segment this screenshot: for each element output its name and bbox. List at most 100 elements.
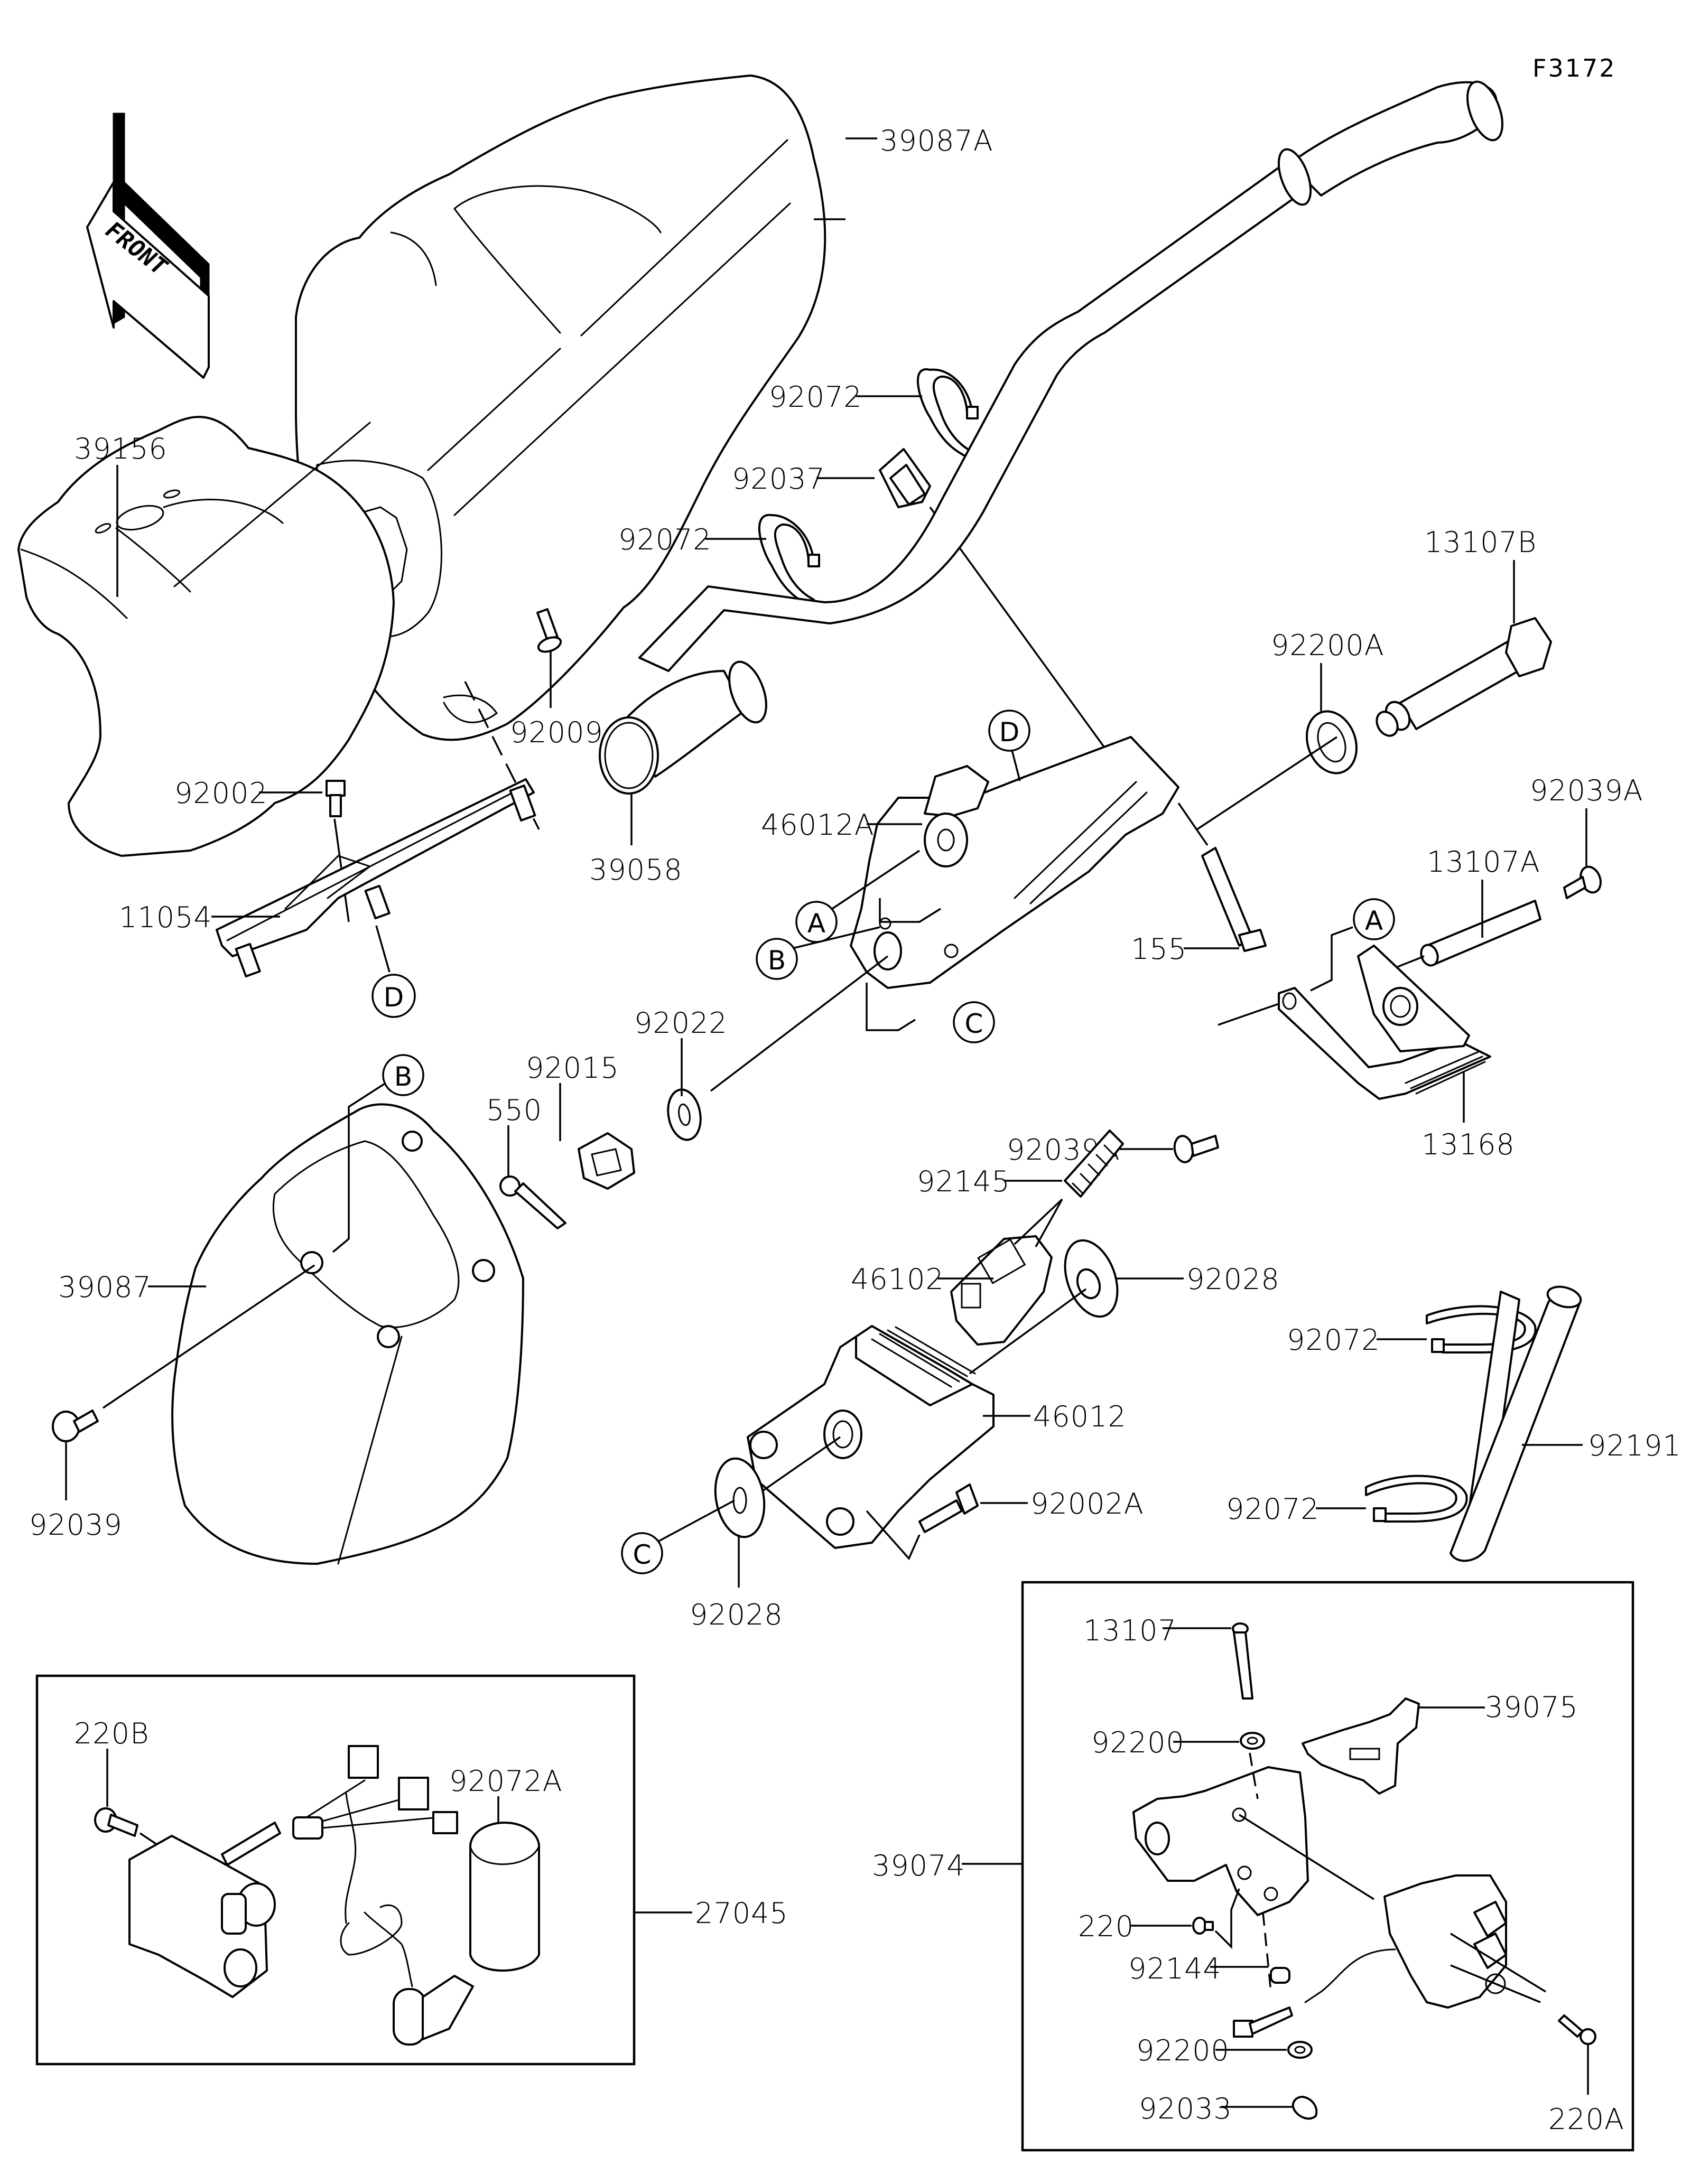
- svg-text:39074: 39074: [872, 1849, 965, 1882]
- ref-marker-A-lever: A: [1310, 898, 1395, 992]
- part-92022-washer[interactable]: [664, 1087, 704, 1143]
- part-39087-lower-cover[interactable]: [171, 1103, 524, 1565]
- svg-text:39075: 39075: [1485, 1691, 1578, 1724]
- svg-text:13107B: 13107B: [1424, 526, 1537, 559]
- part-92072-cable-tie-right-1[interactable]: [1426, 1305, 1537, 1354]
- part-46012A-steering-holder[interactable]: [710, 736, 1209, 1092]
- label-39156: 39156: [74, 432, 167, 597]
- svg-text:39087A: 39087A: [880, 124, 993, 157]
- label-550: 550: [486, 1094, 542, 1177]
- svg-text:92022: 92022: [634, 1006, 728, 1040]
- svg-text:46012A: 46012A: [761, 808, 875, 842]
- label-92145: 92145: [917, 1165, 1062, 1198]
- label-92015: 92015: [526, 1051, 619, 1141]
- part-220-screw[interactable]: [1192, 1888, 1240, 1949]
- label-92072-top: 92072: [769, 380, 922, 414]
- label-39075: 39075: [1419, 1691, 1578, 1724]
- part-92072-cable-tie-right-2[interactable]: [1365, 1474, 1468, 1523]
- part-handlebar[interactable]: [638, 77, 1509, 672]
- svg-text:92028: 92028: [1186, 1263, 1280, 1296]
- label-39074: 39074: [872, 1849, 965, 1882]
- svg-text:27045: 27045: [695, 1897, 788, 1930]
- label-92200A: 92200A: [1271, 629, 1384, 713]
- part-92015-castle-nut[interactable]: [578, 1132, 635, 1190]
- part-lanyard-cord[interactable]: [340, 1793, 474, 2046]
- part-92072-cable-tie-mid[interactable]: [758, 514, 820, 606]
- part-throttle-sensor[interactable]: [1233, 1874, 1546, 2038]
- svg-text:92072: 92072: [618, 523, 712, 556]
- part-39156-cover[interactable]: [17, 416, 395, 857]
- part-92072-cable-tie-top[interactable]: [917, 368, 979, 458]
- part-39075-lever[interactable]: [1302, 1697, 1420, 1795]
- part-92145-spring[interactable]: [1064, 1130, 1124, 1198]
- label-92002: 92002: [174, 777, 322, 810]
- svg-text:46102: 46102: [851, 1263, 944, 1296]
- part-92037-clamp[interactable]: [879, 448, 1127, 778]
- svg-text:92145: 92145: [917, 1165, 1010, 1198]
- part-92200-washer-bottom[interactable]: [1287, 2041, 1313, 2059]
- svg-text:220B: 220B: [74, 1717, 149, 1750]
- part-11054-bracket[interactable]: [216, 778, 536, 978]
- svg-text:B: B: [394, 1061, 412, 1092]
- svg-text:92002A: 92002A: [1030, 1487, 1144, 1520]
- part-220B-screw[interactable]: [94, 1807, 164, 1850]
- svg-text:92002: 92002: [174, 777, 268, 810]
- svg-text:D: D: [999, 717, 1020, 748]
- part-stop-switch[interactable]: [128, 1745, 458, 1998]
- label-92072-right-1: 92072: [1287, 1323, 1427, 1357]
- part-92144-spring[interactable]: [1270, 1967, 1290, 1984]
- label-13107: 13107: [1083, 1614, 1231, 1647]
- svg-text:C: C: [965, 1009, 983, 1039]
- label-92002A: 92002A: [980, 1487, 1144, 1520]
- part-220A-screw[interactable]: [1558, 2014, 1596, 2045]
- ref-marker-C-holder: C: [866, 898, 995, 1043]
- svg-text:92015: 92015: [526, 1051, 619, 1085]
- part-550-cotter-pin[interactable]: [499, 1175, 566, 1229]
- part-13107A-shaft[interactable]: [1397, 900, 1541, 968]
- part-92039A-clip-mid[interactable]: [1173, 1134, 1219, 1163]
- svg-text:92039A: 92039A: [1530, 774, 1643, 807]
- part-155-bolt[interactable]: [1201, 847, 1267, 952]
- svg-text:13107A: 13107A: [1427, 845, 1540, 879]
- part-13168-throttle-lever[interactable]: [1218, 945, 1491, 1100]
- kit-39074-box[interactable]: [962, 1581, 1634, 2152]
- label-46012: 46012: [983, 1400, 1126, 1433]
- label-39087: 39087: [58, 1271, 206, 1304]
- part-92028-washer-bottom[interactable]: [710, 1454, 770, 1541]
- svg-text:92072: 92072: [1287, 1323, 1380, 1357]
- front-arrow-icon: FRONT: [86, 113, 210, 379]
- part-92200A-washer[interactable]: [1196, 704, 1365, 830]
- kit-27045-box[interactable]: [35, 1674, 692, 2066]
- figure-id: F3172: [1532, 54, 1616, 82]
- part-92191-tube[interactable]: [1450, 1283, 1583, 1562]
- label-92037: 92037: [732, 462, 875, 496]
- label-27045: 27045: [695, 1897, 788, 1930]
- part-46102-block[interactable]: [950, 1198, 1063, 1346]
- svg-text:92144: 92144: [1128, 1952, 1222, 1985]
- label-13107A: 13107A: [1427, 845, 1540, 938]
- part-39058-grip[interactable]: [599, 657, 774, 795]
- label-46012A: 46012A: [761, 808, 922, 842]
- part-92033-e-ring[interactable]: [1292, 2096, 1318, 2120]
- part-46012-steering-holder[interactable]: [745, 1325, 995, 1549]
- part-92072A-band[interactable]: [469, 1822, 540, 1972]
- part-13107B-bolt[interactable]: [1372, 617, 1552, 740]
- svg-text:92072A: 92072A: [449, 1765, 563, 1798]
- svg-text:220: 220: [1078, 1910, 1134, 1943]
- label-92022: 92022: [634, 1006, 728, 1096]
- part-throttle-housing[interactable]: [1132, 1752, 1374, 1992]
- label-92028-right: 92028: [1115, 1263, 1280, 1296]
- part-92002A-bolt[interactable]: [866, 1483, 979, 1561]
- label-92200-top: 92200: [1091, 1726, 1239, 1759]
- svg-text:13168: 13168: [1421, 1128, 1515, 1161]
- label-92028-bottom: 92028: [690, 1535, 783, 1631]
- label-92039: 92039: [29, 1441, 122, 1542]
- part-13107-pin[interactable]: [1232, 1622, 1253, 1700]
- label-13168: 13168: [1421, 1072, 1515, 1161]
- part-92039-clip[interactable]: [52, 1264, 315, 1442]
- svg-text:92072: 92072: [1226, 1492, 1320, 1526]
- part-92028-washer-right[interactable]: [969, 1233, 1127, 1375]
- label-220B: 220B: [74, 1717, 149, 1807]
- part-92200-washer-top[interactable]: [1240, 1732, 1265, 1750]
- part-92039A-clip-top[interactable]: [1563, 864, 1604, 899]
